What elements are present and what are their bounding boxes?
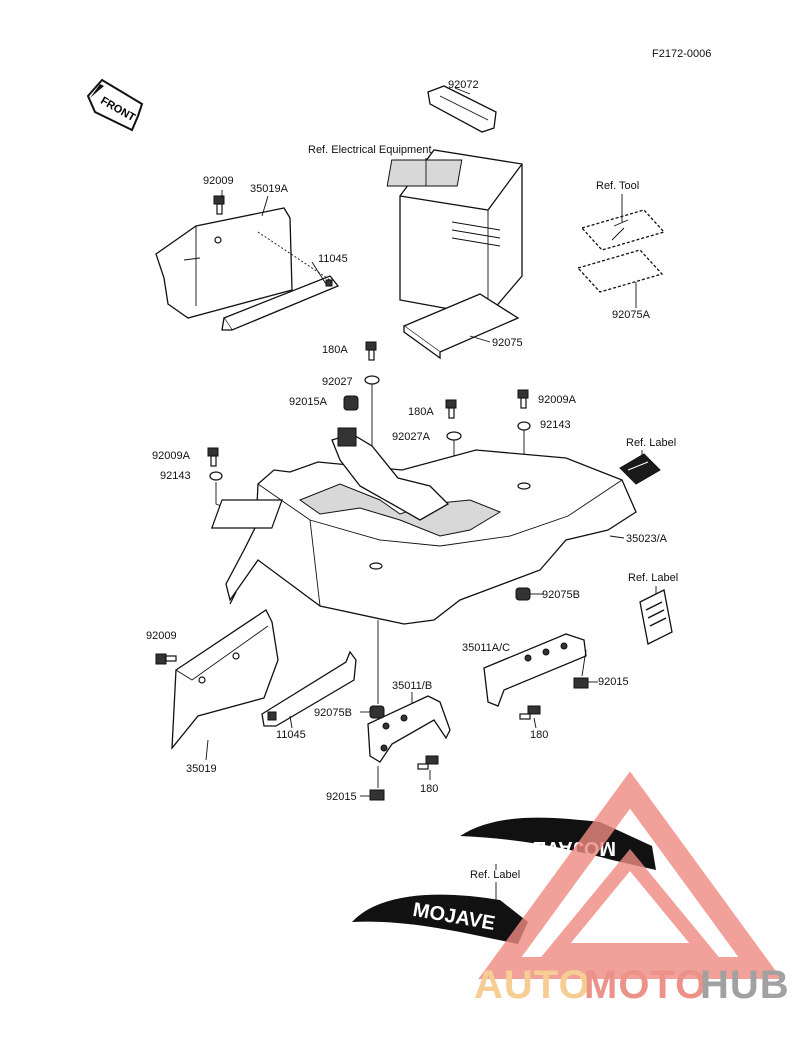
callout-35011AC: 35011A/C [462,642,510,654]
figure-code: F2172-0006 [652,48,711,60]
callout-92027A: 92027A [392,431,431,443]
tool-kit [576,209,666,293]
ref-label-1: Ref. Label [626,437,676,449]
battery-strap-92072 [427,85,497,133]
ref-tool: Ref. Tool [596,180,639,192]
mojave-decal-lower: MOJAVE [352,894,528,944]
callout-180A-1: 180A [322,344,348,356]
callout-92075A: 92075A [612,309,651,321]
bolt-92009A-left [207,447,219,467]
rear-fender-35023A [210,427,637,625]
callout-35011B: 35011/B [392,680,432,692]
callout-92072: 92072 [448,79,479,91]
ref-label-3: Ref. Label [470,869,520,881]
watermark-logo: AUTO MOTO HUB [474,771,790,1007]
watermark-hub: HUB [700,963,790,1007]
bracket-11045-top [221,275,340,331]
side-cover-35019A [155,207,293,319]
front-arrow-icon: FRONT [86,78,144,132]
callout-92075B-left: 92075B [314,707,352,719]
bracket-35011B [367,695,451,763]
callout-35019A: 35019A [250,183,289,195]
callout-11045-top: 11045 [318,253,348,265]
battery-pad-92075 [402,293,520,360]
bolt-92009-top [213,195,225,215]
callout-35023A: 35023/A [626,533,668,545]
bolt-180-right [519,705,541,720]
callout-92009A-left: 92009A [152,450,191,462]
bolt-180A-2 [445,399,457,419]
grommet-92075B-left [369,705,385,719]
callout-92075: 92075 [492,337,523,349]
side-cover-35019 [171,609,279,750]
nut-92027 [364,375,380,385]
label-decal-2 [639,589,673,645]
callout-180A-2: 180A [408,406,434,418]
bracket-11045-bottom [261,650,357,727]
callout-92009-top: 92009 [203,175,234,187]
callout-180-right: 180 [530,729,548,741]
washer-92143-left [209,471,223,481]
watermark-auto: AUTO [474,963,591,1007]
nut-92015-right [573,677,589,689]
callout-35019: 35019 [186,763,217,775]
nut-92015-bottom [369,789,385,801]
bolt-180A-1 [365,341,377,361]
callout-92075B-right: 92075B [542,589,580,601]
bolt-180-bottom [417,755,439,770]
callout-92015-bottom: 92015 [326,791,357,803]
callout-92027: 92027 [322,376,353,388]
callout-92143-right: 92143 [540,419,571,431]
callout-92009A-right: 92009A [538,394,577,406]
bolt-92009A-right [517,389,529,409]
clamp-92015A [343,395,359,411]
ref-electrical-equipment: Ref. Electrical Equipment [308,144,432,156]
callout-92015A: 92015A [289,396,328,408]
callout-92143-left: 92143 [160,470,191,482]
callout-180-bottom: 180 [420,783,438,795]
bracket-35011AC [483,633,587,707]
nut-92027A [446,431,462,441]
label-decal-1 [619,453,661,485]
callout-11045-bottom: 11045 [276,729,306,741]
watermark-moto: MOTO [584,963,707,1007]
washer-92143-right [517,421,531,431]
grommet-92075B-right [515,587,531,601]
bolt-92009-bottom [155,653,177,665]
ref-label-2: Ref. Label [628,572,678,584]
battery [386,149,523,317]
callout-92015-right: 92015 [598,676,629,688]
callout-92009-bottom: 92009 [146,630,177,642]
